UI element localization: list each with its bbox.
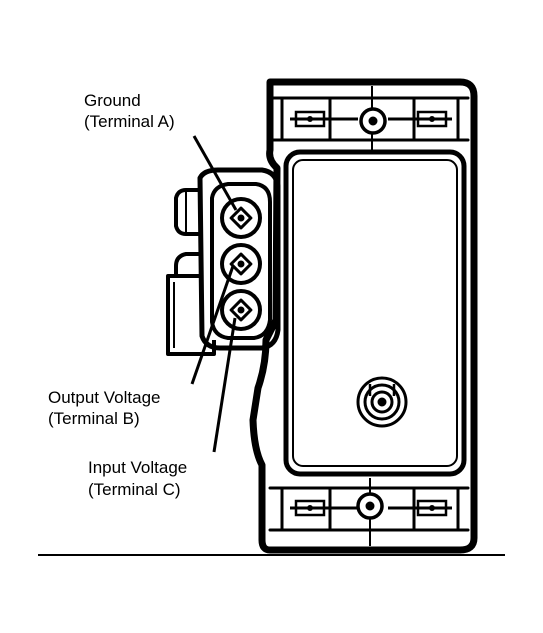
output-voltage-label-line-1: Output Voltage — [48, 388, 160, 407]
sensing-port-icon — [356, 376, 408, 428]
output-leader-line — [190, 265, 235, 385]
electrical-connector — [166, 167, 281, 356]
sensor-face-panel — [283, 149, 467, 477]
top-mounting-flange — [290, 86, 452, 152]
terminal-a-pin-icon — [229, 206, 253, 230]
ground-label-line-1: Ground — [84, 91, 141, 110]
output-voltage-label-line-2: (Terminal B) — [48, 409, 140, 428]
ground-leader-line — [192, 135, 238, 211]
leader-lines — [190, 135, 238, 453]
bottom-mounting-flange — [290, 478, 452, 546]
input-leader-line — [212, 317, 237, 453]
terminal-b-pin-icon — [229, 252, 253, 276]
input-voltage-label-line-2: (Terminal C) — [88, 480, 181, 499]
ground-label-line-2: (Terminal A) — [84, 112, 175, 131]
input-voltage-label-line-1: Input Voltage — [88, 458, 187, 477]
terminal-c-pin-icon — [229, 298, 253, 322]
